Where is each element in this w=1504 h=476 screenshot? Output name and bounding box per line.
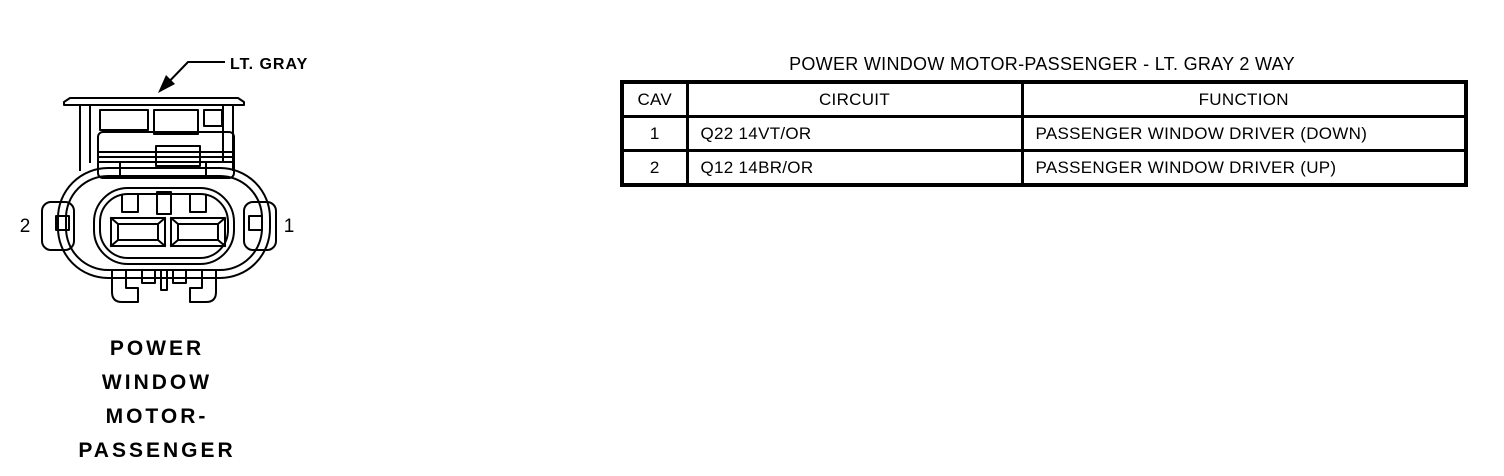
ear-left (41, 201, 75, 251)
table-row: 2 Q12 14BR/OR PASSENGER WINDOW DRIVER (U… (620, 149, 1468, 187)
circuit-cell: Q12 14BR/OR (685, 149, 1024, 187)
function-cell: PASSENGER WINDOW DRIVER (UP) (1020, 149, 1468, 187)
bevel (169, 238, 180, 248)
column-header-circuit: CIRCUIT (685, 80, 1024, 118)
arrowhead-icon (158, 75, 175, 93)
caption-line: PASSENGER (78, 439, 236, 462)
pin-1-label: 1 (284, 216, 295, 237)
shell-outer (57, 167, 271, 279)
caption-line: POWER (109, 337, 205, 360)
cav-cell: 1 (620, 115, 689, 152)
bevel (109, 238, 120, 248)
cav-cell: 2 (620, 149, 689, 187)
bevel (109, 216, 120, 226)
cavity-inner (177, 223, 219, 241)
shell-inner (65, 175, 263, 271)
pin-2-label: 2 (20, 216, 31, 237)
bevel (169, 216, 180, 226)
bracket-center-post (160, 269, 168, 291)
bevel (156, 238, 167, 248)
ear-right-hole (248, 215, 263, 231)
index-slot (121, 195, 139, 213)
color-callout: LT. GRAY (158, 56, 308, 93)
function-cell: PASSENGER WINDOW DRIVER (DOWN) (1020, 115, 1468, 152)
window-cutout (203, 109, 223, 127)
bracket-leg-right (189, 269, 217, 303)
cavity-outer (170, 217, 226, 247)
lock-center-tab (155, 145, 201, 167)
bevel (216, 238, 227, 248)
center-post (156, 191, 172, 215)
caption-line: MOTOR- (105, 405, 209, 428)
bracket-notch (141, 269, 156, 284)
caption-line: WINDOW (101, 371, 213, 394)
terminal-cavity-2 (109, 216, 167, 248)
seal-outer (93, 187, 235, 265)
ear-left-hole (55, 215, 70, 231)
bracket-notch (172, 269, 187, 284)
table-row: 1 Q22 14VT/OR PASSENGER WINDOW DRIVER (D… (620, 115, 1468, 152)
window-cutout (153, 109, 199, 135)
bevel (216, 216, 227, 226)
column-header-cav: CAV (620, 80, 689, 118)
circuit-cell: Q22 14VT/OR (685, 115, 1024, 152)
column-header-function: FUNCTION (1020, 80, 1468, 118)
connector-color-label: LT. GRAY (230, 56, 308, 73)
connector-top-cap (63, 97, 245, 106)
window-cutout (99, 109, 149, 131)
table-title: POWER WINDOW MOTOR-PASSENGER - LT. GRAY … (789, 54, 1295, 74)
pinout-table: CAV CIRCUIT FUNCTION 1 Q22 14VT/OR PASSE… (620, 80, 1468, 187)
cavity-inner (117, 223, 159, 241)
seal-inner (99, 193, 229, 259)
terminal-cavity-1 (169, 216, 227, 248)
slide-lock-band (97, 131, 235, 179)
table-header-row: CAV CIRCUIT FUNCTION (620, 80, 1468, 118)
bevel (156, 216, 167, 226)
connector-caption: POWER WINDOW MOTOR- PASSENGER (57, 332, 257, 468)
bracket-leg-left (111, 269, 139, 303)
cavity-outer (110, 217, 166, 247)
index-slot (189, 195, 207, 213)
bottom-bracket (111, 269, 217, 303)
connector-drawing: LT. GRAY (20, 56, 308, 303)
